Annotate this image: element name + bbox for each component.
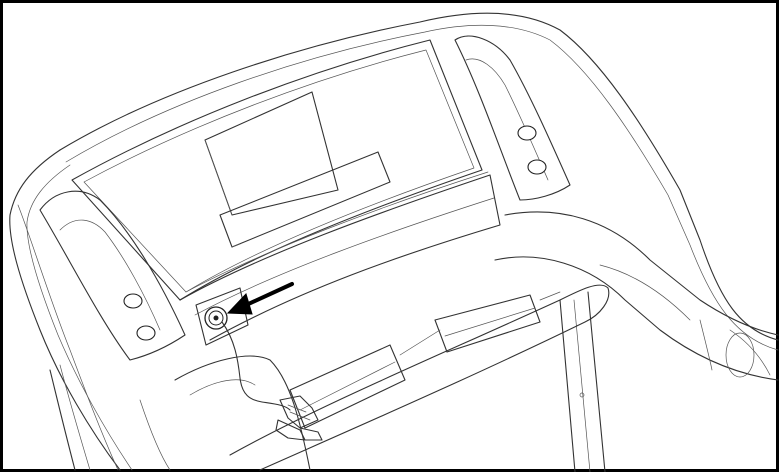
right-handrail xyxy=(494,211,779,472)
display-panel xyxy=(71,39,501,341)
left-button-lower xyxy=(136,325,156,341)
right-button-upper xyxy=(517,125,537,141)
left-button-upper xyxy=(123,293,143,309)
clip-icon xyxy=(275,395,323,441)
pulse-grip-bar xyxy=(229,284,610,471)
left-button-pod xyxy=(17,190,186,471)
console-shell xyxy=(9,12,779,471)
lower-frame xyxy=(49,355,311,471)
safety-key-cord xyxy=(221,321,291,411)
right-button-pod xyxy=(454,35,571,201)
safety-key-receptacle xyxy=(195,287,249,346)
arrow-icon xyxy=(226,282,294,315)
right-button-lower xyxy=(527,159,547,175)
